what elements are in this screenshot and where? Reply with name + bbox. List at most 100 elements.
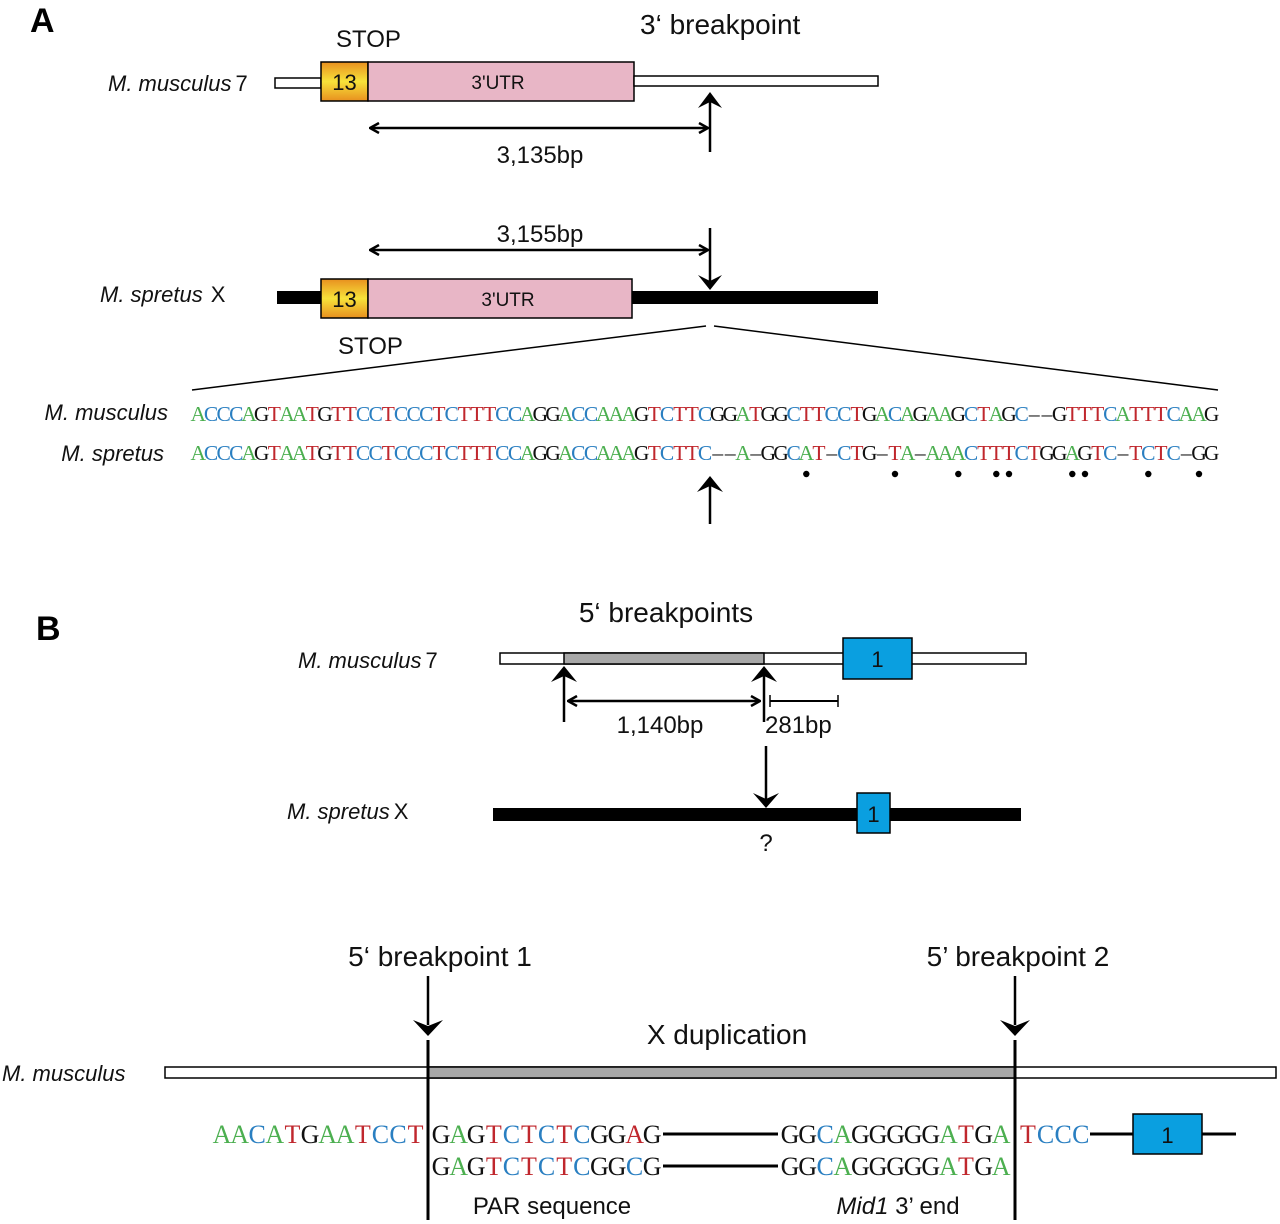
nucleotide: C [369,441,383,465]
species-label-musculus: M. musculus [2,1061,125,1086]
nucleotide: C [356,441,370,465]
nucleotide: C [356,402,370,426]
nucleotide: G [317,441,333,465]
nucleotide: C [394,441,408,465]
nucleotide: T [382,441,395,465]
utr-label: 3'UTR [471,73,524,94]
nucleotide: G [951,402,967,426]
nucleotide: C [817,1152,834,1181]
species-name: M. musculus [298,648,421,673]
nucleotide: T [990,441,1003,465]
nucleotide: T [850,402,863,426]
nucleotide: A [336,1120,355,1149]
nucleotide: A [925,441,941,465]
species-name: M. spretus [287,799,390,824]
nucleotide: A [558,402,574,426]
nucleotide: C [217,402,231,426]
nucleotide: C [419,402,433,426]
b-duplication-detail: 5‘ breakpoint 1 5’ breakpoint 2 X duplic… [2,941,1277,1220]
nucleotide: A [735,402,751,426]
nucleotide: G [432,1120,451,1149]
nucleotide: T [470,441,483,465]
nucleotide: A [1179,402,1195,426]
nucleotide: G [761,402,777,426]
nucleotide: G [904,1120,923,1149]
nucleotide: T [977,441,990,465]
nucleotide: G [643,1152,662,1181]
arrow-up-icon [551,666,577,682]
nucleotide: G [710,402,726,426]
nucleotide: A [938,441,954,465]
nucleotide: A [596,441,612,465]
mismatch-dot [1145,470,1152,478]
nucleotide: T [556,1152,572,1181]
nucleotide: C [389,1120,406,1149]
nucleotide: C [204,402,218,426]
nucleotide: T [483,441,496,465]
downstream-line [633,75,879,87]
nucleotide: C [407,441,421,465]
nucleotide: C [626,1152,643,1181]
nucleotide: G [1191,441,1207,465]
nucleotide: C [372,1120,389,1149]
nucleotide: A [213,1120,232,1149]
chrom-name: 7 [425,648,437,673]
zoom-line-right [713,325,1219,391]
nucleotide: T [673,441,686,465]
nucleotide: T [1129,441,1142,465]
nucleotide: T [1078,402,1091,426]
nucleotide: T [1091,441,1104,465]
nucleotide: G [1052,441,1068,465]
nucleotide: C [698,441,712,465]
nucleotide: T [486,1152,502,1181]
nucleotide: T [686,441,699,465]
nucleotide: C [508,441,522,465]
nucleotide: A [1065,441,1081,465]
nucleotide: T [458,402,471,426]
nucleotide: T [470,402,483,426]
nucleotide: C [1103,402,1117,426]
nucleotide: A [520,441,536,465]
nucleotide: G [1204,441,1220,465]
exon-1-label: 1 [871,647,883,672]
nucleotide: T [749,402,762,426]
nucleotide: G [634,402,650,426]
utr-box [367,61,635,102]
nucleotide: A [989,402,1005,426]
nucleotide: A [241,441,257,465]
x-duplication-region [427,1066,1016,1079]
nucleotide: A [596,402,612,426]
nucleotide: A [992,1120,1011,1149]
nucleotide: A [449,1120,468,1149]
mid1-3prime-label: Mid1 3’ end [836,1193,959,1220]
nucleotide: C [503,1152,520,1181]
nucleotide: C [964,441,978,465]
par-sequence-label: PAR sequence [473,1193,631,1220]
nucleotide: A [318,1120,337,1149]
nucleotide: A [925,402,941,426]
nucleotide: T [331,402,344,426]
x-duplication-label: X duplication [647,1019,807,1050]
nucleotide: T [331,441,344,465]
chrom-name: X [211,282,226,307]
exon-1-label: 1 [1161,1123,1173,1148]
nucleotide: T [1020,1120,1036,1149]
arrow-up-icon [751,666,777,682]
nucleotide: A [939,1152,958,1181]
arrow-down-icon [698,275,722,290]
nucleotide: G [1204,402,1220,426]
nucleotide: T [1142,402,1155,426]
nucleotide: A [951,441,967,465]
nucleotide: A [833,1120,852,1149]
arrow-up-icon [698,92,722,108]
nucleotide: C [1015,441,1029,465]
nucleotide: A [939,1120,958,1149]
nucleotide: T [521,1120,537,1149]
nucleotide: C [584,402,598,426]
utr-box [367,278,633,319]
